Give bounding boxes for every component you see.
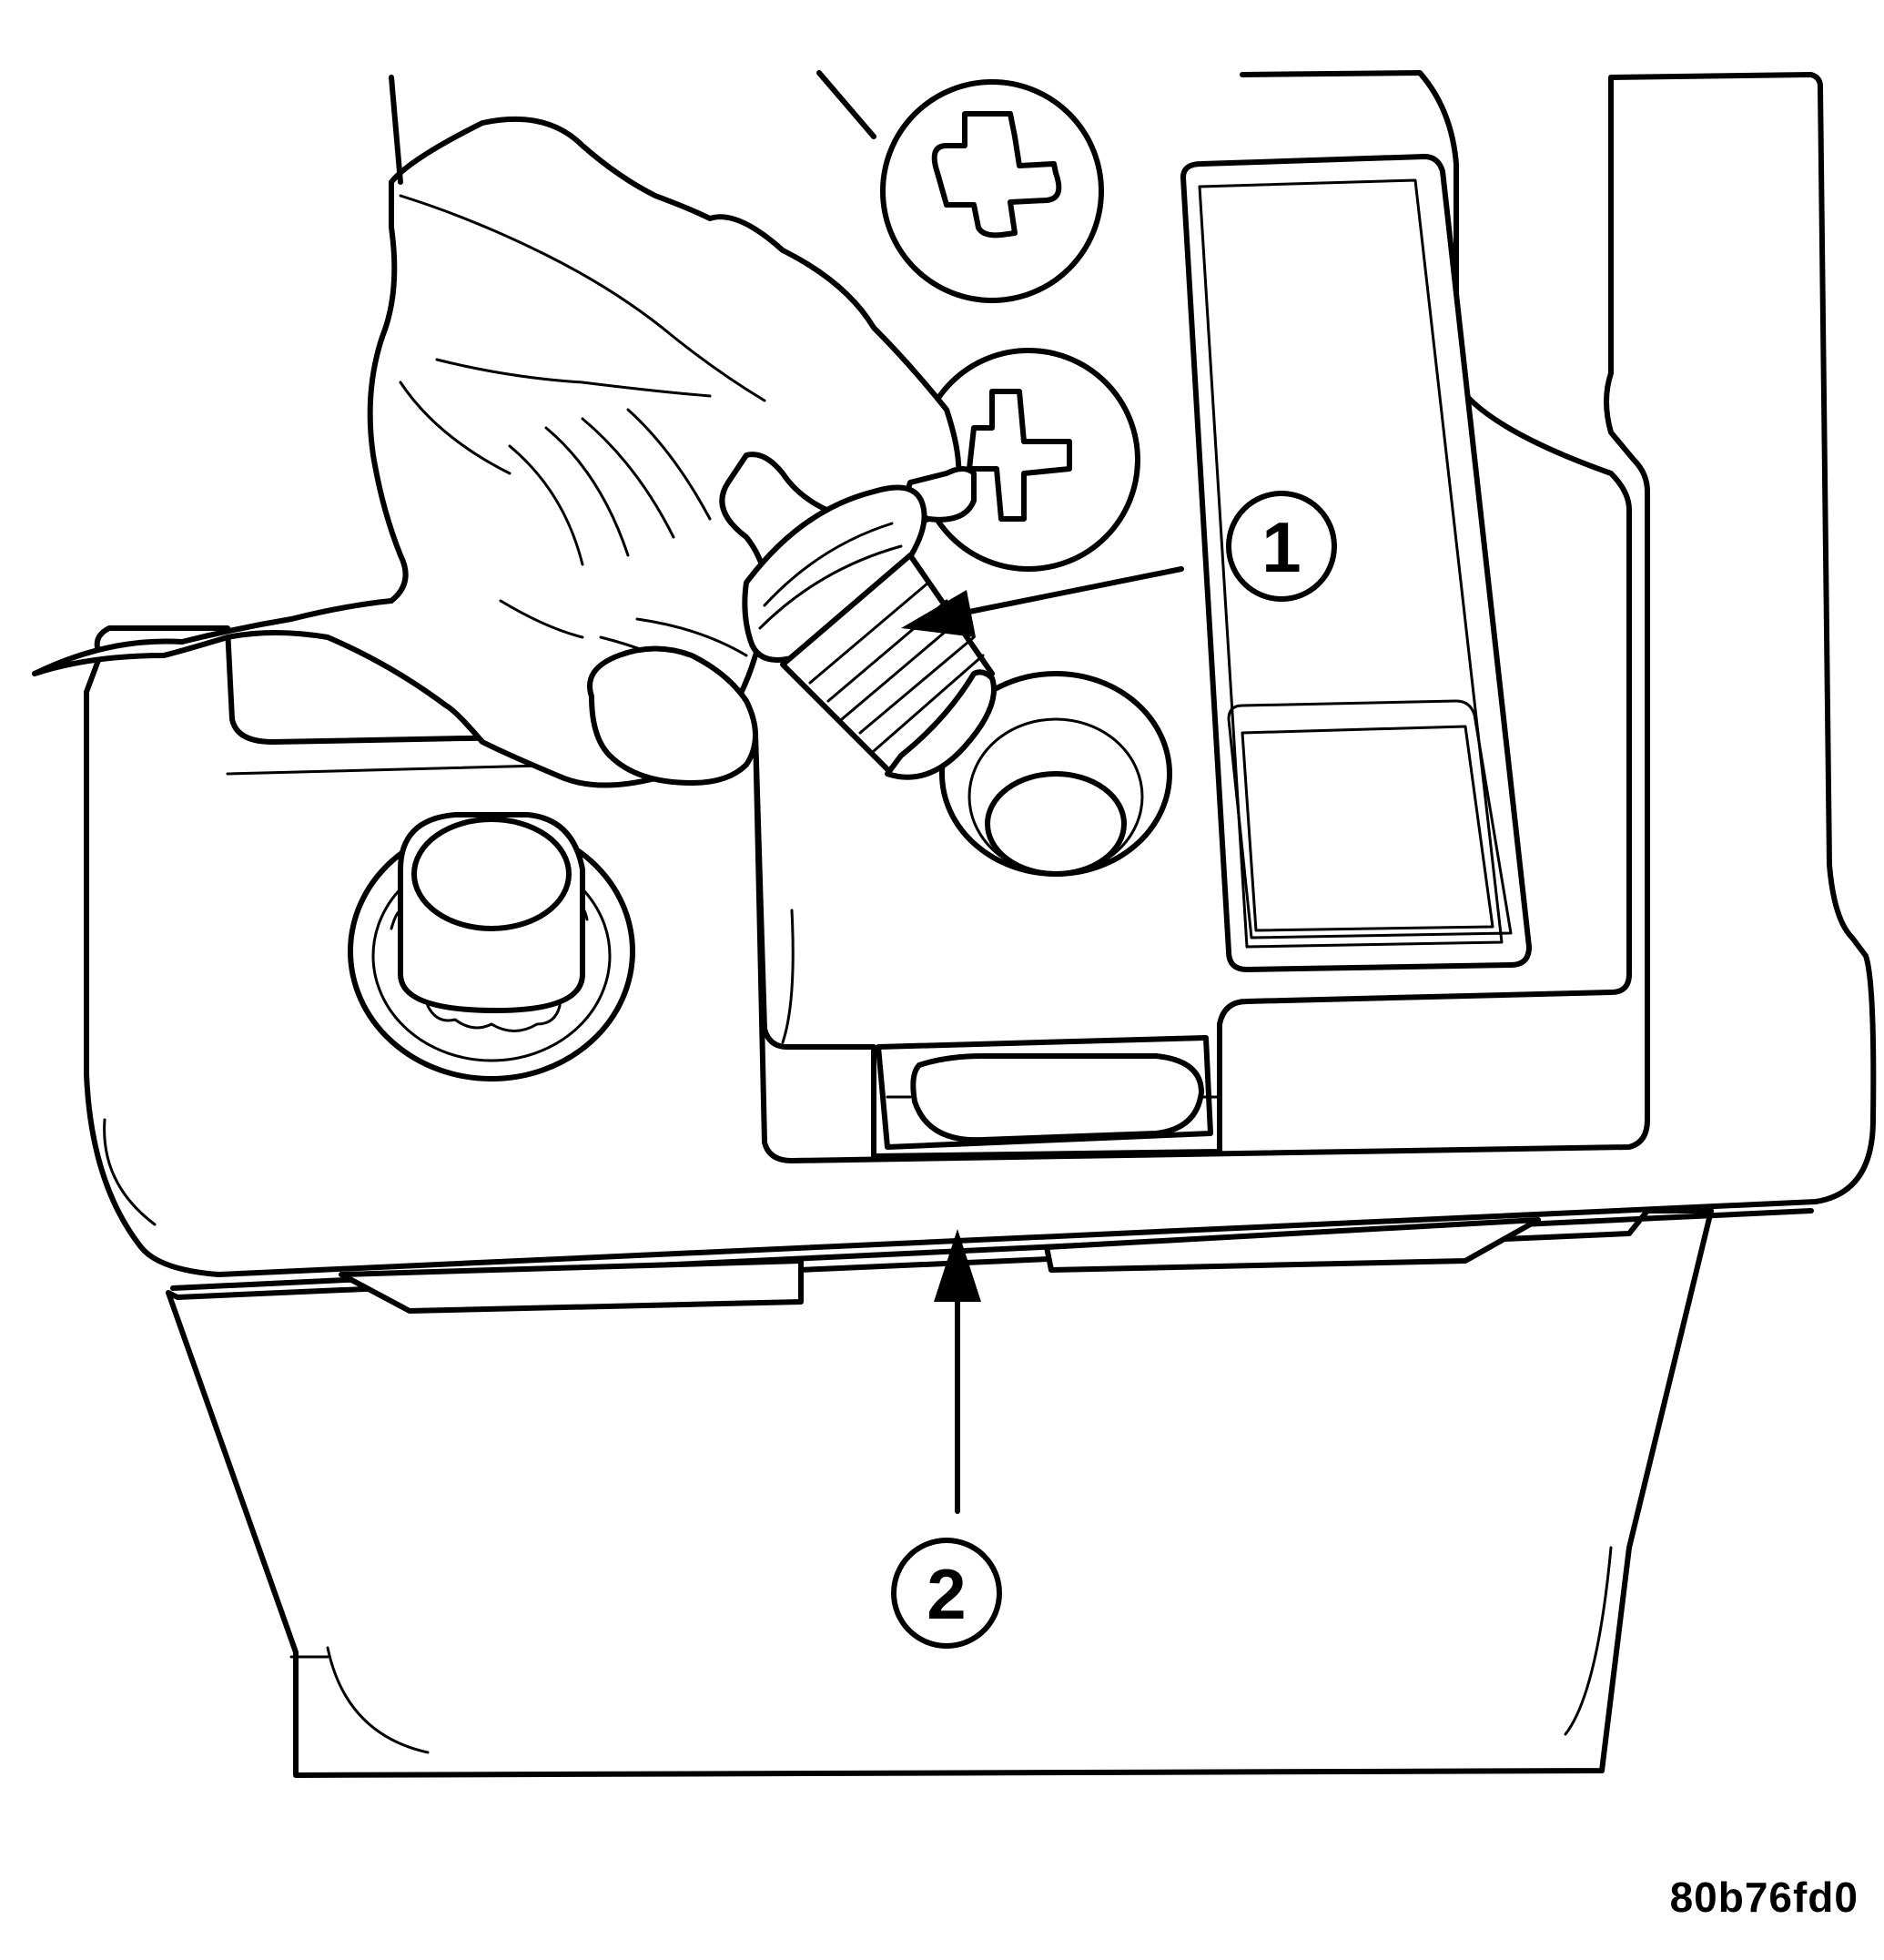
callout-2-arrowhead (934, 1229, 981, 1302)
callout-1-arrowhead (901, 590, 976, 637)
indicator-window (1180, 154, 1532, 972)
callout-1: 1 (901, 491, 1337, 637)
callout-1-label: 1 (1261, 507, 1301, 587)
callout-2-circle (891, 1538, 1002, 1649)
vent-cap-middle (917, 348, 1140, 572)
callout-1-circle (1226, 491, 1337, 602)
figure-code: 80b76fd0 (1669, 1874, 1859, 1921)
callout-2: 2 (891, 1229, 1002, 1649)
callout-2-label: 2 (927, 1554, 966, 1634)
battery-case-body (166, 1208, 1714, 1778)
battery-terminal-post (348, 812, 635, 1082)
vent-opening (939, 671, 1172, 877)
vent-cap-top (880, 79, 1104, 303)
